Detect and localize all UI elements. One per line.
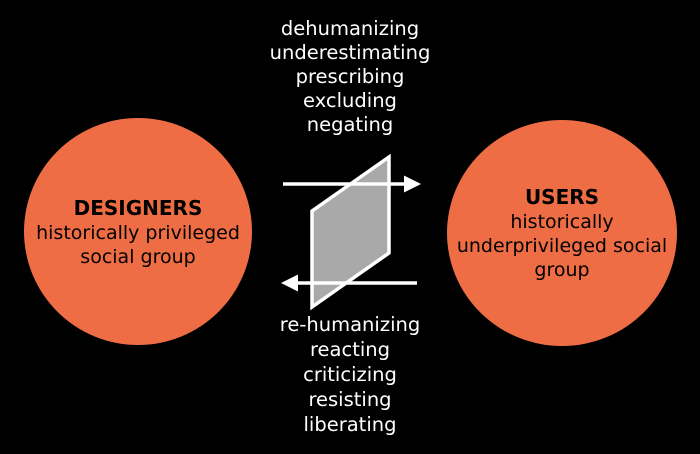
plane-parallelogram	[310, 153, 391, 311]
top-word: underestimating	[269, 41, 431, 64]
bottom-word: reacting	[309, 338, 391, 361]
users-subtitle-line: underprivileged social	[456, 235, 668, 257]
top-words-list: dehumanizing underestimating prescribing…	[0, 17, 700, 137]
bottom-word: resisting	[308, 388, 392, 411]
users-title: USERS	[524, 185, 600, 209]
designers-circle: DESIGNERS historically privileged social…	[24, 118, 252, 345]
bottom-words-list: re-humanizing reacting criticizing resis…	[0, 312, 700, 437]
arrow-left-icon	[281, 274, 417, 292]
users-circle: USERS historically underprivileged socia…	[447, 120, 677, 346]
bottom-word: liberating	[303, 413, 397, 436]
designers-title: DESIGNERS	[73, 195, 203, 220]
top-word: prescribing	[295, 65, 405, 88]
top-word: dehumanizing	[280, 17, 420, 40]
users-subtitle-line: group	[534, 259, 590, 281]
users-subtitle-line: historically	[510, 211, 614, 233]
designers-subtitle-line: historically privileged	[36, 221, 240, 244]
arrow-right-icon	[283, 175, 421, 193]
bottom-word: re-humanizing	[279, 313, 421, 336]
top-word: excluding	[303, 89, 397, 112]
bottom-word: criticizing	[303, 363, 397, 386]
designers-subtitle-line: social group	[80, 245, 196, 268]
top-word: negating	[306, 113, 394, 136]
